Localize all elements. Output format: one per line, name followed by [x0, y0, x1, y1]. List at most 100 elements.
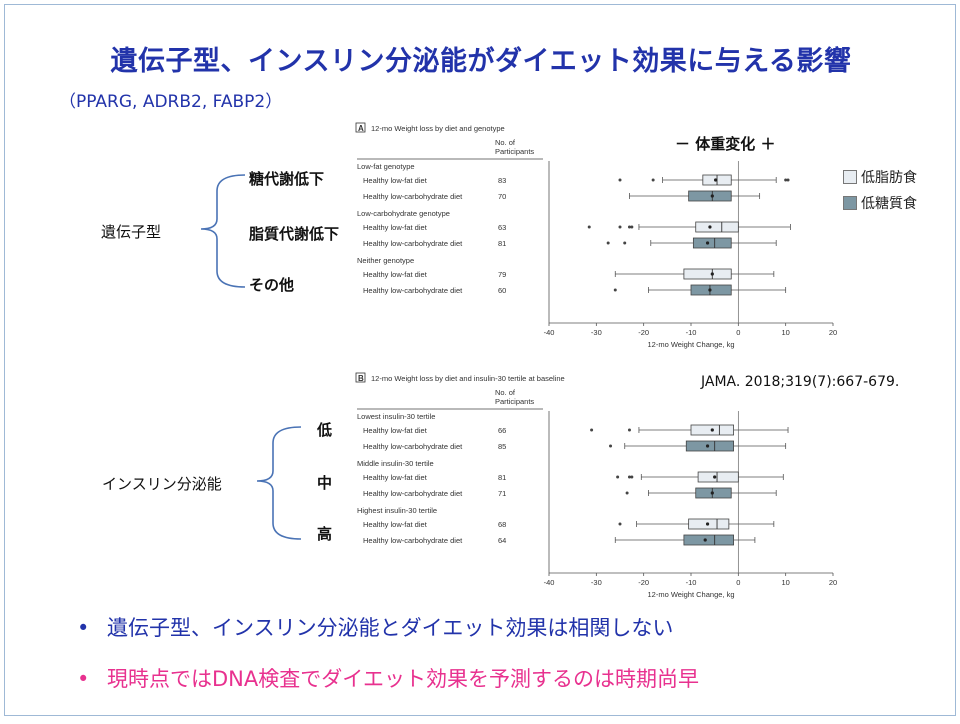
panel-b-tick-label-3: -10	[686, 578, 697, 587]
genotype-item-other: その他	[249, 276, 295, 294]
panel-b-g2-r0-mean	[705, 522, 710, 526]
legend-swatch-low-carb	[843, 196, 857, 210]
panel-a-tick-label-1: -30	[591, 328, 602, 337]
panel-b-g1-r1-mean	[710, 491, 714, 495]
panel-a-g1-r0-mean	[708, 225, 712, 229]
panel-a-g1-r1-outlier-1	[623, 241, 627, 245]
panel-b-g2-r1-count: 64	[498, 536, 506, 545]
panel-a-g0-r0-outlier-2	[784, 178, 788, 182]
insulin-item-low: 低	[317, 421, 333, 439]
panel-a-g0-r1-label: Healthy low-carbohydrate diet	[363, 192, 463, 201]
legend: 低脂肪食 低糖質食	[843, 167, 917, 213]
panel-a-g1-r1-box	[692, 237, 732, 249]
panel-b-g0-r0-count: 66	[498, 426, 506, 435]
panel-a-title: 12-mo Weight loss by diet and genotype	[371, 124, 505, 133]
panel-a-g1-r1-outlier-0	[606, 241, 610, 245]
panel-b-g1-r0-count: 81	[498, 473, 506, 482]
panel-b-g2-r1-mean	[703, 538, 707, 542]
panel-a-g1-r1-mean	[705, 241, 710, 245]
panel-a-tick-label-2: -20	[638, 328, 649, 337]
panel-b-g1-r1-outlier-0	[625, 491, 629, 495]
slide-title: 遺伝子型、インスリン分泌能がダイエット効果に与える影響	[110, 46, 852, 77]
panel-a-g2-r0-box	[683, 268, 732, 280]
panel-a-g0-r0-label: Healthy low-fat diet	[363, 176, 428, 185]
bullet-1: •遺伝子型、インスリン分泌能とダイエット効果は相関しない	[77, 612, 673, 642]
weight-change-scale-label: － 体重変化 ＋	[675, 135, 776, 153]
bullet-1-text: 遺伝子型、インスリン分泌能とダイエット効果は相関しない	[107, 616, 674, 640]
legend-swatch-low-fat	[843, 170, 857, 184]
legend-item-low-fat: 低脂肪食	[843, 167, 917, 187]
panel-a-g1-r0-outlier-1	[618, 225, 622, 229]
panel-b-xlabel: 12-mo Weight Change, kg	[648, 590, 735, 599]
panel-b-g2-r1-label: Healthy low-carbohydrate diet	[363, 536, 463, 545]
panel-a-tick-label-4: 0	[736, 328, 740, 337]
panel-b-g0-r1-outlier-0	[609, 444, 613, 448]
panel-b-g1-r1-count: 71	[498, 489, 506, 498]
panel-b-g0-r0-outlier-1	[627, 428, 631, 432]
panel-a-letter-box	[355, 122, 366, 133]
panel-a-g2-r0-mean	[710, 272, 714, 276]
panel-a-group-label-2: Neither genotype	[357, 256, 414, 265]
legend-label-low-carb: 低糖質食	[861, 196, 917, 212]
panel-b-g2-r1-box	[683, 534, 734, 546]
insulin-item-mid: 中	[317, 474, 333, 492]
panel-a-tick-label-3: -10	[686, 328, 697, 337]
panel-b-g1-r0-label: Healthy low-fat diet	[363, 473, 428, 482]
panel-b-letter: B	[358, 374, 364, 383]
panel-b-tick-label-0: -40	[544, 578, 555, 587]
panel-b-tick-label-6: 20	[829, 578, 837, 587]
panel-a-g2-r1-label: Healthy low-carbohydrate diet	[363, 286, 463, 295]
panel-a-g0-r0-mean	[714, 178, 718, 182]
panel-b-g1-r0-outlier-1	[627, 475, 631, 479]
panel-a-g1-r0-outlier-2	[627, 225, 631, 229]
panel-a-g1-r1-count: 81	[498, 239, 506, 248]
panel-b-tick-label-1: -30	[591, 578, 602, 587]
legend-label-low-fat: 低脂肪食	[861, 170, 917, 186]
panel-b-count-header-2: Participants	[495, 397, 534, 406]
bullet-2-text: 現時点ではDNA検査でダイエット効果を予測するのは時期尚早	[107, 667, 700, 691]
panel-b-group-label-1: Middle insulin-30 tertile	[357, 459, 434, 468]
panel-b-g0-r0-mean	[710, 428, 714, 432]
panel-b-g2-r0-count: 68	[498, 520, 506, 529]
slide: 遺伝子型、インスリン分泌能がダイエット効果に与える影響 （PPARG, ADRB…	[4, 4, 956, 716]
panel-a-count-header-1: No. of	[495, 138, 516, 147]
insulin-bracket	[256, 426, 302, 540]
panel-b-g1-r0-mean	[713, 475, 717, 479]
panel-a-xlabel: 12-mo Weight Change, kg	[648, 340, 735, 349]
panel-b-g2-r0-outlier-0	[618, 522, 622, 526]
insulin-label: インスリン分泌能	[102, 475, 222, 493]
panel-b-g1-r0-outlier-0	[616, 475, 620, 479]
panel-a-g1-r0-label: Healthy low-fat diet	[363, 223, 428, 232]
panel-a-g0-r1-box	[688, 190, 732, 202]
panel-b-g0-r0-outlier-0	[590, 428, 594, 432]
panel-a-g0-r0-outlier-3	[786, 178, 790, 182]
panel-b-tick-label-5: 10	[781, 578, 789, 587]
panel-a-group-label-1: Low-carbohydrate genotype	[357, 209, 450, 218]
panel-a-count-header-2: Participants	[495, 147, 534, 156]
panel-b-group-label-2: Highest insulin-30 tertile	[357, 506, 437, 515]
slide-subtitle: （PPARG, ADRB2, FABP2）	[59, 92, 283, 112]
panel-b-g0-r1-box	[685, 440, 734, 452]
panel-a-g0-r1-mean	[710, 194, 714, 198]
panel-a-g1-r1-label: Healthy low-carbohydrate diet	[363, 239, 463, 248]
panel-a-g0-r0-outlier-1	[651, 178, 655, 182]
panel-b-g1-r0-outlier-2	[630, 475, 634, 479]
bullet-2: • 現時点ではDNA検査でダイエット効果を予測するのは時期尚早	[77, 663, 699, 693]
genotype-item-glucose: 糖代謝低下	[249, 170, 325, 188]
panel-b-g2-r0-label: Healthy low-fat diet	[363, 520, 428, 529]
genotype-label: 遺伝子型	[101, 223, 162, 241]
insulin-item-high: 高	[317, 525, 333, 543]
panel-b-g0-r1-mean	[705, 444, 710, 448]
panel-b-g0-r1-label: Healthy low-carbohydrate diet	[363, 442, 463, 451]
panel-a-g1-r0-outlier-3	[630, 225, 634, 229]
panel-a-g2-r0-label: Healthy low-fat diet	[363, 270, 428, 279]
panel-b-g0-r1-count: 85	[498, 442, 506, 451]
panel-a-tick-label-6: 20	[829, 328, 837, 337]
panel-b-group-label-0: Lowest insulin-30 tertile	[357, 412, 435, 421]
legend-item-low-carb: 低糖質食	[843, 193, 917, 213]
panel-a-tick-label-5: 10	[781, 328, 789, 337]
panel-b-g1-r0-box	[697, 471, 739, 483]
citation: JAMA. 2018;319(7):667-679.	[701, 374, 900, 390]
bullet-2-marker: •	[77, 667, 90, 691]
